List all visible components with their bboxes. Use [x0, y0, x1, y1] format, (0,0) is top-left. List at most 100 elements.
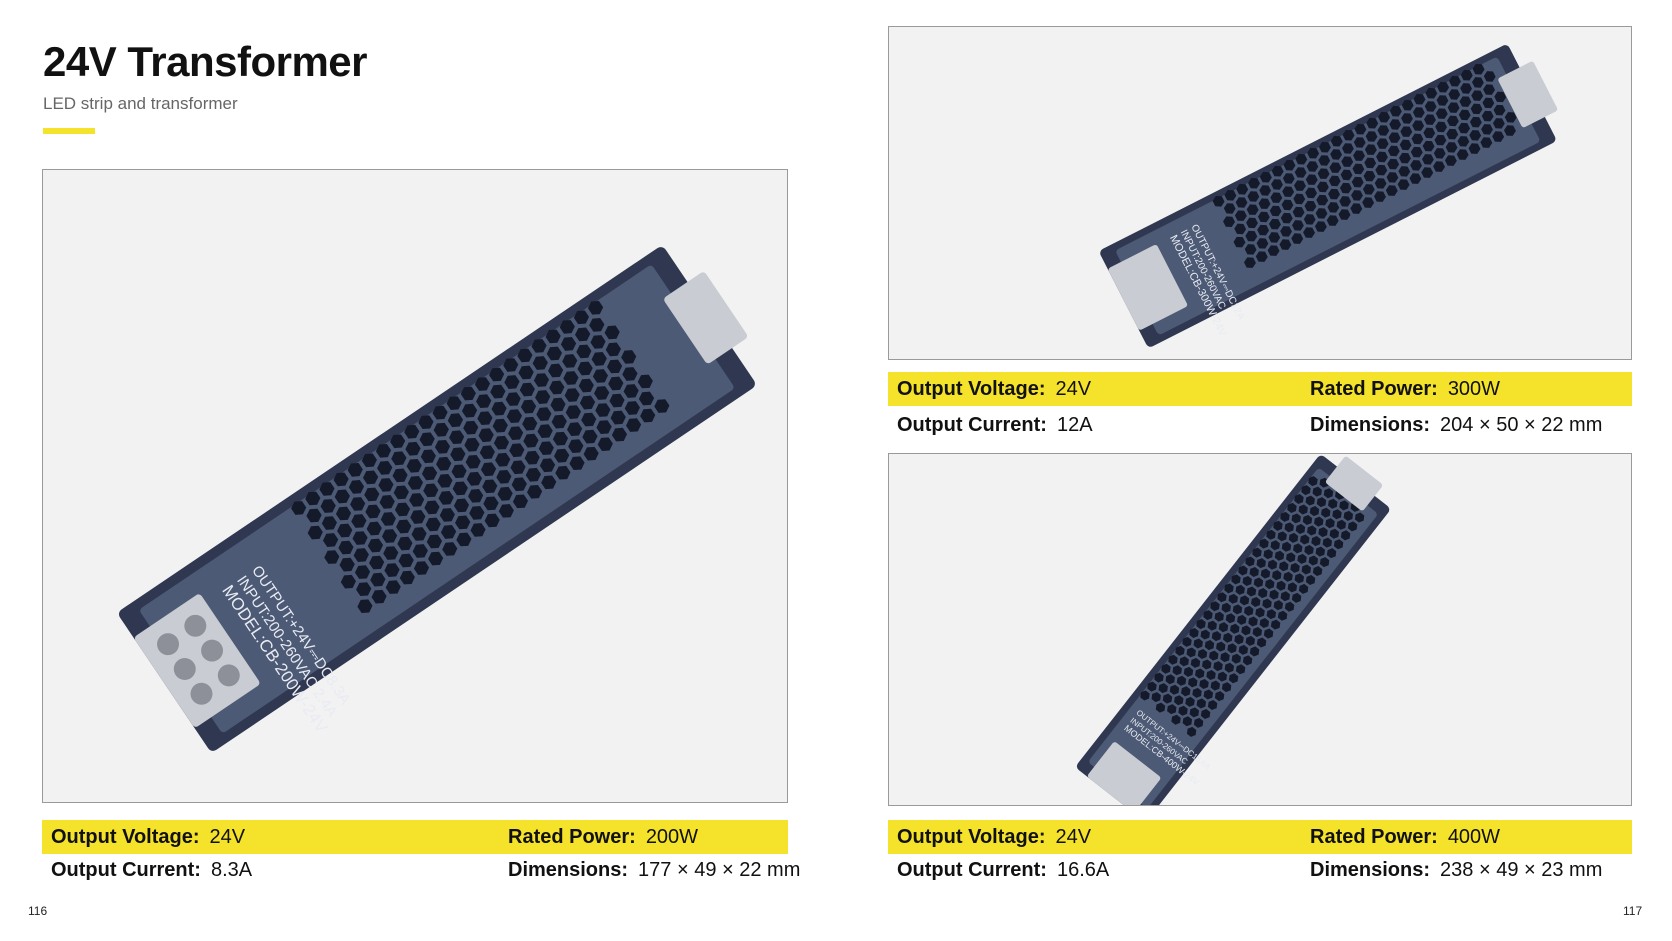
vent-hole	[491, 401, 507, 416]
vent-hole	[592, 369, 609, 383]
vent-hole	[433, 422, 449, 437]
vent-hole	[1192, 687, 1202, 698]
vent-hole	[452, 481, 468, 496]
vent-hole	[1307, 525, 1317, 536]
vent-hole	[437, 474, 453, 488]
product-photo-1: MODEL:CB-200W-24V INPUT:200-260VAC 2.4A …	[42, 169, 788, 803]
vent-hole	[1297, 553, 1307, 564]
vent-hole	[1206, 670, 1216, 681]
vent-hole	[307, 525, 323, 540]
vent-hole	[509, 443, 525, 458]
vent-hole	[1203, 689, 1214, 700]
vent-hole	[1238, 644, 1249, 655]
vent-hole	[1223, 632, 1233, 643]
vent-hole	[1245, 556, 1255, 567]
vent-hole	[1493, 104, 1506, 116]
vent-hole	[1410, 146, 1423, 158]
vent-hole	[535, 390, 551, 404]
vent-hole	[1389, 105, 1402, 117]
vent-hole	[1309, 506, 1320, 517]
vent-hole	[421, 466, 438, 481]
vent-hole	[511, 477, 527, 492]
vent-hole	[1286, 552, 1296, 563]
vent-hole	[505, 392, 521, 406]
vent-hole	[1263, 549, 1273, 560]
vent-hole	[1178, 705, 1188, 716]
vent-hole	[460, 386, 476, 401]
vent-hole	[1387, 145, 1400, 157]
vent-hole	[378, 478, 394, 492]
vent-hole	[1168, 654, 1178, 665]
vent-hole	[493, 435, 510, 450]
vent-hole	[522, 416, 538, 431]
vent-hole	[1322, 537, 1333, 548]
vent-hole	[1350, 203, 1363, 214]
vent-hole	[1162, 693, 1173, 704]
vent-hole	[1204, 640, 1215, 651]
vent-hole	[1294, 167, 1307, 178]
vent-hole	[1245, 635, 1256, 646]
vent-hole	[1224, 583, 1234, 594]
vent-hole	[1483, 71, 1496, 82]
vent-hole	[438, 490, 454, 505]
vent-hole	[463, 420, 479, 435]
vent-hole	[411, 527, 427, 541]
vent-hole	[1481, 124, 1493, 135]
vent-hole	[1279, 239, 1292, 250]
vent-hole	[1353, 137, 1366, 148]
vent-hole	[1225, 613, 1236, 624]
vent-hole	[456, 532, 472, 547]
vent-hole	[1176, 675, 1187, 686]
vent-hole	[428, 551, 444, 566]
vent-hole	[1253, 577, 1264, 588]
vent-hole	[583, 446, 599, 461]
vent-hole	[1238, 565, 1248, 576]
vent-hole	[383, 546, 399, 560]
vent-hole	[1268, 232, 1281, 243]
vent-hole	[412, 544, 428, 558]
vent-hole	[1270, 540, 1280, 551]
vent-hole	[1155, 702, 1166, 713]
vent-hole	[519, 382, 535, 397]
spec-rated-power-1: Rated Power:200W	[508, 826, 699, 848]
vent-hole	[482, 479, 498, 494]
vent-hole	[537, 424, 553, 439]
vent-hole	[1175, 645, 1185, 656]
vent-hole	[1243, 257, 1256, 268]
vent-hole	[575, 327, 591, 342]
title-accent-bar	[43, 128, 95, 134]
vent-hole	[1165, 674, 1175, 685]
vent-hole	[1399, 139, 1412, 151]
vent-hole	[582, 429, 598, 444]
vent-hole	[506, 409, 523, 424]
vent-hole	[1284, 522, 1294, 533]
vent-hole	[351, 514, 367, 528]
vent-hole	[1319, 557, 1330, 568]
vent-hole	[1423, 114, 1436, 125]
vent-hole	[1413, 93, 1426, 105]
vent-hole	[1437, 81, 1450, 93]
vent-hole	[1397, 179, 1410, 190]
vent-hole	[1458, 122, 1471, 134]
vent-hole	[413, 561, 430, 575]
vent-hole	[1280, 226, 1293, 237]
vent-hole	[1376, 151, 1388, 163]
vent-hole	[453, 498, 470, 513]
vent-hole	[1256, 238, 1269, 249]
spec-dimensions-2: Dimensions:204 × 50 × 22 mm	[1310, 414, 1603, 436]
vent-hole	[409, 493, 425, 507]
vent-hole	[508, 426, 524, 440]
vent-hole	[1273, 600, 1284, 611]
vent-hole	[455, 515, 471, 530]
vent-hole	[523, 433, 539, 448]
vent-hole	[569, 456, 585, 471]
vent-hole	[1304, 200, 1317, 212]
vent-hole	[576, 344, 592, 359]
vent-hole	[1202, 659, 1212, 670]
vent-hole	[1343, 510, 1354, 521]
vent-hole	[423, 483, 439, 498]
vent-hole	[1325, 518, 1335, 529]
vent-hole	[565, 405, 582, 419]
vent-hole	[1259, 171, 1272, 183]
spec-output-voltage-3: Output Voltage:24V	[897, 826, 1092, 848]
